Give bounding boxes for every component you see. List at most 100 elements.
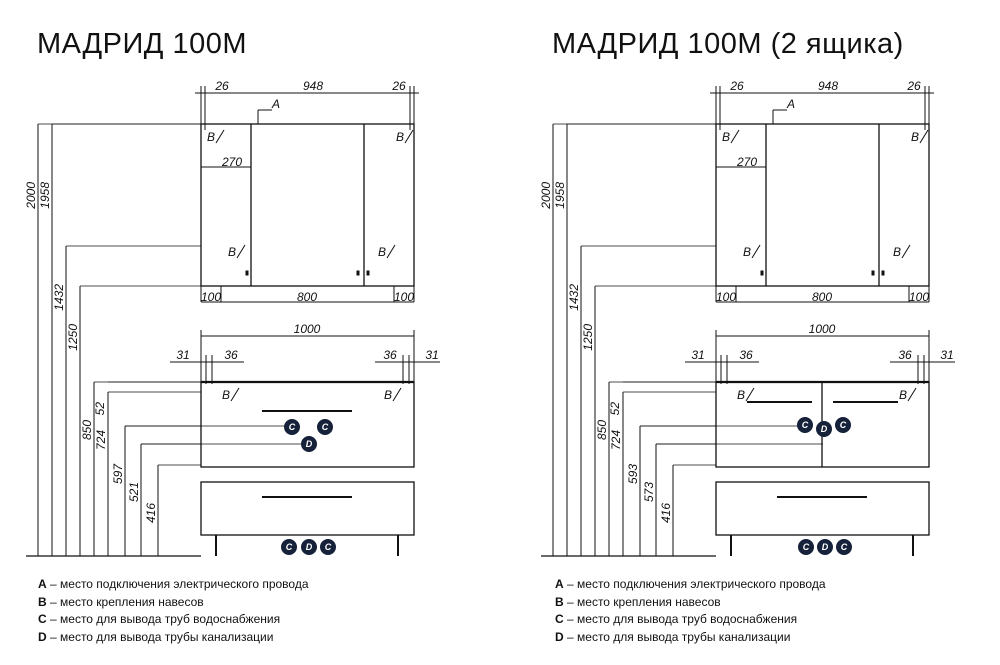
marker-c-letter: C: [322, 422, 329, 432]
dim-bottom-left: 100: [716, 290, 736, 304]
marker-d-letter: D: [822, 542, 829, 552]
marker-c-circle: [797, 417, 813, 433]
marker-c-circle: [317, 419, 333, 435]
dim-bottom-mid: 800: [812, 290, 832, 304]
dim-bottom-mid: 800: [297, 290, 317, 304]
vertical-dim-label: 724: [94, 430, 108, 450]
marker-c-circle: [320, 539, 336, 555]
vertical-dim-label: 850: [80, 420, 94, 440]
legend-item-c: C – место для вывода труб водоснабжения: [555, 612, 798, 626]
legend-item-b: B – место крепления навесов: [38, 594, 204, 609]
dim-top-mid: 948: [303, 79, 323, 93]
vertical-dim-label: 1958: [553, 182, 567, 209]
hinge-b-mid-right-tick: [386, 244, 396, 259]
marker-d-letter: D: [821, 424, 828, 434]
hinge-b-vanity-right: B: [899, 388, 907, 402]
vertical-dim-label: 2000: [539, 182, 553, 210]
dim-width: 1000: [809, 322, 836, 336]
marker-d-circle: [817, 539, 833, 555]
vertical-dim-label: 416: [144, 503, 158, 523]
handle: [871, 270, 875, 276]
marker-d-letter: D: [306, 542, 313, 552]
hinge-b-top-right-tick: [919, 129, 929, 144]
dim-sink-left-2: 36: [224, 348, 238, 362]
marker-d-letter: D: [306, 439, 313, 449]
dim-bottom-left: 100: [201, 290, 221, 304]
hinge-b-vanity-left: B: [737, 388, 745, 402]
dim-bottom-right: 100: [909, 290, 929, 304]
hinge-b-vanity-right-tick: [907, 387, 917, 402]
handle: [356, 270, 360, 276]
vertical-dim-label: 1958: [38, 182, 52, 209]
handle: [366, 270, 370, 276]
legend-item-a: A – место подключения электрического про…: [38, 577, 309, 591]
vertical-dim-label: 850: [595, 420, 609, 440]
legend-item-b: B – место крепления навесов: [555, 594, 721, 609]
hinge-b-mid-right: B: [378, 245, 386, 259]
legend-item-d: D – место для вывода трубы канализации: [38, 629, 274, 644]
dim-top-mid: 948: [818, 79, 838, 93]
hinge-b-mid-left-tick: [751, 244, 761, 259]
handle: [881, 270, 885, 276]
vanity-body: [200, 381, 415, 468]
legend-left: A – место подключения электрического про…: [38, 576, 309, 646]
vertical-dim-label: 593: [626, 464, 640, 484]
vertical-dim-label: 1432: [52, 284, 66, 311]
mark-a: A: [271, 97, 280, 111]
hinge-b-top-left-tick: [215, 129, 225, 144]
marker-c-letter: C: [802, 420, 809, 430]
dim-sink-left-1: 31: [691, 348, 704, 362]
marker-d-circle: [816, 421, 832, 437]
hinge-b-mid-left: B: [743, 245, 751, 259]
marker-c-letter: C: [840, 420, 847, 430]
dim-top-right: 26: [391, 79, 406, 93]
hinge-b-mid-left-tick: [236, 244, 246, 259]
vertical-dim-label: 597: [111, 463, 125, 484]
lower-cabinet: [715, 481, 930, 536]
vertical-dim-label: 1250: [581, 324, 595, 351]
legend-item-d: D – место для вывода трубы канализации: [555, 629, 791, 644]
dim-bottom-right: 100: [394, 290, 414, 304]
hinge-b-vanity-right: B: [384, 388, 392, 402]
title-right: МАДРИД 100М (2 ящика): [552, 28, 904, 60]
handle: [760, 270, 764, 276]
marker-c-circle: [281, 539, 297, 555]
vertical-dim-label: 416: [659, 503, 673, 523]
lower-cabinet: [200, 481, 415, 536]
hinge-b-mid-left: B: [228, 245, 236, 259]
vertical-dim-label: 521: [127, 482, 141, 502]
marker-c-circle: [835, 417, 851, 433]
marker-c-letter: C: [286, 542, 293, 552]
dim-shelf: 270: [221, 155, 242, 169]
dim-top-left: 26: [729, 79, 744, 93]
hinge-b-mid-right: B: [893, 245, 901, 259]
marker-c-letter: C: [803, 542, 810, 552]
vertical-dim-label-52: 52: [608, 402, 622, 416]
hinge-b-top-right-tick: [404, 129, 414, 144]
marker-c-circle: [798, 539, 814, 555]
dim-sink-right-1: 31: [940, 348, 953, 362]
mark-a: A: [786, 97, 795, 111]
handle: [245, 270, 249, 276]
legend-item-c: C – место для вывода труб водоснабжения: [38, 612, 281, 626]
hinge-b-top-right: B: [396, 130, 404, 144]
dim-sink-right-2: 36: [383, 348, 397, 362]
dim-top-left: 26: [214, 79, 229, 93]
legend-item-a: A – место подключения электрического про…: [555, 577, 826, 591]
hinge-b-vanity-left-tick: [230, 387, 240, 402]
mirror-cabinet: [715, 123, 930, 287]
marker-c-letter: C: [289, 422, 296, 432]
vertical-dim-label: 724: [609, 430, 623, 450]
marker-c-letter: C: [841, 542, 848, 552]
hinge-b-top-left: B: [722, 130, 730, 144]
dim-sink-right-1: 31: [425, 348, 438, 362]
hinge-b-top-left: B: [207, 130, 215, 144]
hinge-b-vanity-left: B: [222, 388, 230, 402]
hinge-b-top-right: B: [911, 130, 919, 144]
title-left: МАДРИД 100М: [37, 28, 248, 60]
vertical-dim-label: 1432: [567, 284, 581, 311]
marker-d-circle: [301, 539, 317, 555]
legend-right: A – место подключения электрического про…: [555, 576, 826, 646]
dim-shelf: 270: [736, 155, 757, 169]
vertical-dim-label-52: 52: [93, 402, 107, 416]
